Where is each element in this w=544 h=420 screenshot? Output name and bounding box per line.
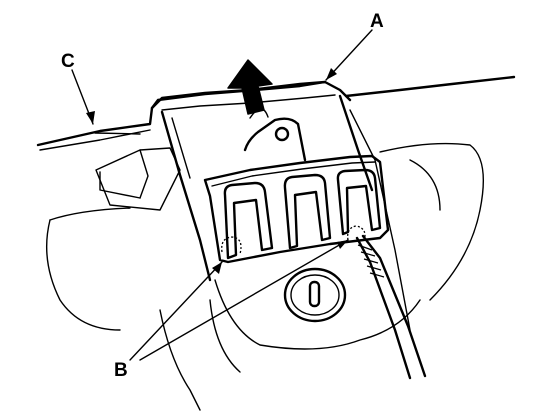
callout-b-label: B — [114, 360, 128, 381]
leader-lines — [71, 29, 373, 361]
actuator-rod — [355, 234, 427, 380]
handle-housing-a — [150, 80, 374, 282]
pull-up-arrow — [227, 59, 273, 115]
callout-a-label: A — [370, 11, 384, 32]
callout-c-label: C — [61, 51, 75, 72]
panel-surface-c — [36, 75, 516, 411]
key-cylinder — [283, 267, 347, 323]
release-lever — [203, 154, 390, 264]
